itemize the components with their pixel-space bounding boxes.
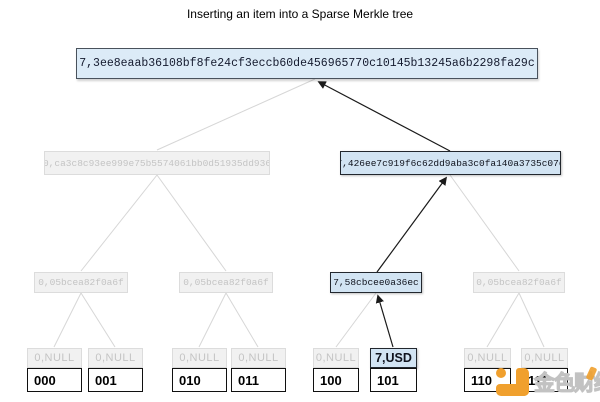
slot-key-label: 011 [231, 368, 286, 392]
diagram-title: Inserting an item into a Sparse Merkle t… [186, 7, 414, 21]
leaf-null-node: 0,NULL [172, 348, 227, 368]
leaf-null-node: 0,NULL [231, 348, 286, 368]
subtree-hash-node-right: 7,426ee7c919f6c62dd9aba3c0fa140a3735c07d [340, 151, 561, 175]
leaf-null-node: 0,NULL [27, 348, 82, 368]
jinse-logo-icon [496, 368, 529, 396]
slot-key-label: 001 [88, 368, 143, 392]
default-hash-node: 0,05bcea82f0a6f [34, 272, 128, 293]
slot-key-label: 101 [370, 368, 417, 392]
leaf-null-node: 0,NULL [313, 348, 359, 368]
default-hash-node: 0,05bcea82f0a6f [473, 272, 565, 293]
leaf-null-node: 0,NULL [521, 348, 568, 368]
jinse-finance-watermark: 金色财经 [496, 366, 600, 397]
inserted-branch-hash-node: 7,58cbcee0a36ec [330, 272, 422, 293]
leaf-null-node: 0,NULL [88, 348, 143, 368]
subtree-hash-node-left: 0,ca3c8c93ee999e75b5574061bb0d51935dd936 [44, 151, 270, 175]
default-hash-node: 0,05bcea82f0a6f [179, 272, 273, 293]
leaf-null-node: 0,NULL [464, 348, 511, 368]
inserted-leaf-node: 7,USD [370, 348, 417, 368]
slot-key-label: 100 [313, 368, 359, 392]
root-hash-node: 7,3ee8eaab36108bf8fe24cf3eccb60de4569657… [76, 48, 538, 79]
slot-key-label: 000 [27, 368, 82, 392]
slot-key-label: 010 [172, 368, 227, 392]
